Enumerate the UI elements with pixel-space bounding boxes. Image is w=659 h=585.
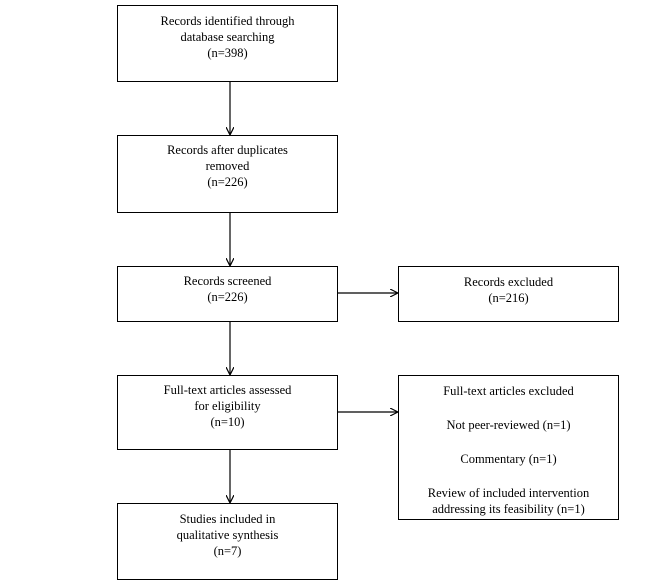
full-text-assessed-label-1: Full-text articles assessed (163, 383, 292, 397)
duplicates-removed-count: (n=226) (207, 175, 248, 189)
studies-included-box: Studies included in qualitative synthesi… (117, 503, 338, 580)
records-identified-label-1: Records identified through (160, 14, 295, 28)
studies-included-label-2: qualitative synthesis (176, 528, 279, 542)
exclusion-reason-commentary: Commentary (n=1) (460, 452, 557, 466)
duplicates-removed-label-1: Records after duplicates (167, 143, 288, 157)
records-identified-box: Records identified through database sear… (117, 5, 338, 82)
records-excluded-label: Records excluded (463, 275, 554, 289)
records-identified-count: (n=398) (207, 46, 248, 60)
records-screened-label: Records screened (183, 274, 272, 288)
exclusion-reason-review-line-1: Review of included intervention (427, 486, 590, 500)
records-excluded-box: Records excluded (n=216) (398, 266, 619, 322)
duplicates-removed-box: Records after duplicates removed (n=226) (117, 135, 338, 213)
exclusion-reason-review-line-2: addressing its feasibility (n=1) (432, 502, 585, 516)
studies-included-count: (n=7) (213, 544, 242, 558)
records-excluded-count: (n=216) (488, 291, 529, 305)
full-text-assessed-label-2: for eligibility (194, 399, 261, 413)
full-text-excluded-title: Full-text articles excluded (443, 384, 574, 398)
full-text-assessed-box: Full-text articles assessed for eligibil… (117, 375, 338, 450)
full-text-assessed-count: (n=10) (210, 415, 245, 429)
exclusion-reason-not-peer-reviewed: Not peer-reviewed (n=1) (446, 418, 571, 432)
duplicates-removed-label-2: removed (205, 159, 250, 173)
records-identified-label-2: database searching (180, 30, 275, 44)
studies-included-label-1: Studies included in (179, 512, 276, 526)
records-screened-box: Records screened (n=226) (117, 266, 338, 322)
full-text-excluded-box: Full-text articles excluded Not peer-rev… (398, 375, 619, 520)
records-screened-count: (n=226) (207, 290, 248, 304)
